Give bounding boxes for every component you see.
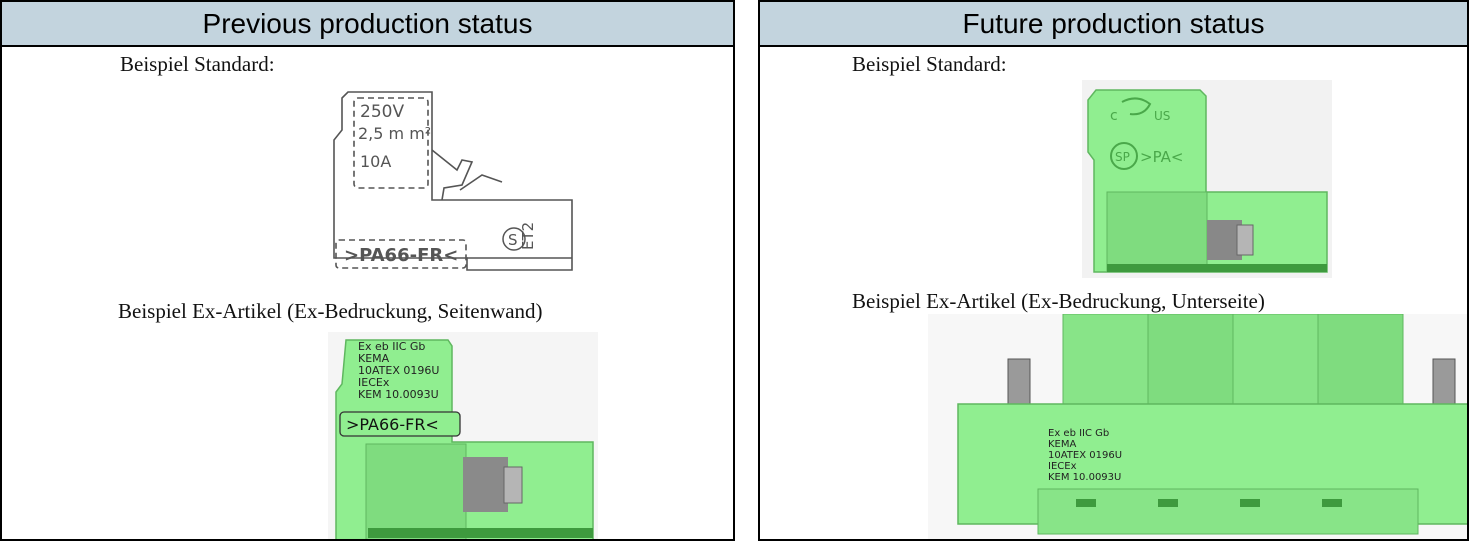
material-marking-future: >PA< bbox=[1140, 148, 1183, 166]
previous-status-header: Previous production status bbox=[2, 2, 733, 47]
ex-line-3: 10ATEX 0196U bbox=[358, 364, 439, 377]
future-status-panel: Future production status Beispiel Standa… bbox=[758, 0, 1469, 541]
ex-bottom-line-4: IECEx bbox=[1048, 461, 1077, 472]
cert-code: ET2 bbox=[519, 222, 537, 250]
future-status-header: Future production status bbox=[760, 2, 1467, 47]
ex-connector-image-previous: Ex eb IIC Gb KEMA 10ATEX 0196U IECEx KEM… bbox=[328, 332, 598, 539]
caption-standard-previous: Beispiel Standard: bbox=[120, 52, 275, 76]
ex-bottom-line-5: KEM 10.0093U bbox=[1048, 472, 1121, 483]
caption-ex-previous: Beispiel Ex-Artikel (Ex-Bedruckung, Seit… bbox=[118, 299, 543, 323]
ex-line-1: Ex eb IIC Gb bbox=[358, 340, 425, 353]
material-marking-standard: >PA66-FR< bbox=[344, 245, 458, 266]
voltage-marking: 250V bbox=[360, 102, 404, 122]
ex-line-2: KEMA bbox=[358, 352, 390, 365]
cert-mark-letter: S bbox=[508, 231, 518, 249]
ex-bottom-line-3: 10ATEX 0196U bbox=[1048, 450, 1122, 461]
ex-line-5: KEM 10.0093U bbox=[358, 388, 439, 401]
ex-bottom-line-2: KEMA bbox=[1048, 439, 1077, 450]
ul-mark-c: c bbox=[1110, 108, 1118, 124]
previous-status-panel: Previous production status Beispiel Stan… bbox=[0, 0, 735, 541]
cross-section-marking: 2,5 m m² bbox=[358, 124, 431, 143]
ex-line-4: IECEx bbox=[358, 376, 390, 389]
csa-mark: SP bbox=[1115, 150, 1130, 164]
material-marking-ex: >PA66-FR< bbox=[346, 415, 439, 434]
cert-mark-icon bbox=[502, 227, 526, 251]
ul-logo-icon bbox=[1121, 97, 1152, 116]
standard-connector-drawing-previous: 250V 2,5 m m² 10A S ET2 >PA66-FR< bbox=[333, 91, 573, 271]
standard-connector-image-future: c US SP >PA< bbox=[1082, 80, 1332, 278]
current-marking: 10A bbox=[360, 152, 391, 171]
caption-standard-future: Beispiel Standard: bbox=[852, 52, 1007, 76]
ex-connector-image-future: Ex eb IIC Gb KEMA 10ATEX 0196U IECEx KEM… bbox=[928, 314, 1467, 539]
caption-ex-future: Beispiel Ex-Artikel (Ex-Bedruckung, Unte… bbox=[852, 289, 1265, 313]
csa-logo-icon bbox=[1110, 142, 1138, 170]
ul-mark-us: US bbox=[1154, 109, 1170, 123]
ex-bottom-line-1: Ex eb IIC Gb bbox=[1048, 428, 1109, 439]
